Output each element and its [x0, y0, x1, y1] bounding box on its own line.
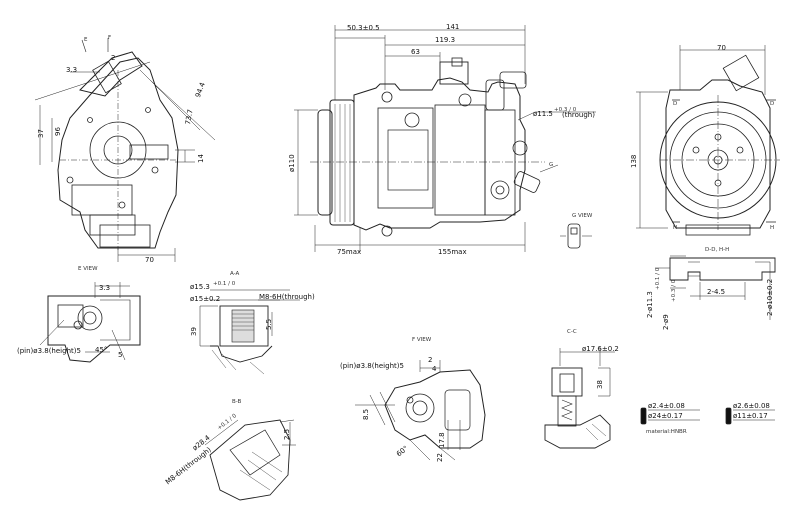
- label-e-view: E VIEW: [78, 266, 98, 272]
- marker-end-d-right: D: [770, 101, 775, 107]
- dim-front-141: 141: [446, 23, 460, 31]
- label-aa: A-A: [230, 271, 240, 277]
- marker-end-h-left: H: [673, 225, 678, 231]
- dim-aa-15: ø15±0.2: [190, 295, 221, 303]
- front-view: [294, 25, 596, 252]
- dim-side-14: 14: [197, 154, 205, 163]
- label-g-view: G VIEW: [572, 213, 593, 219]
- thread-aa: M8-6H(through): [259, 293, 315, 301]
- pin-e: (pin)ø3.8(height)5: [17, 347, 81, 355]
- e-view-section: [39, 282, 141, 363]
- dim-front-155max: 155max: [438, 248, 467, 256]
- dim-cc-17.6: ø17.6±0.2: [582, 345, 619, 353]
- dim-aa-15.3: ø15.3: [190, 283, 210, 291]
- dim-front-110: ø110: [288, 154, 296, 172]
- dim-dd-9-tol: +0.3 / 0: [671, 279, 677, 302]
- dim-e-45: 45°: [95, 346, 108, 354]
- dim-aa-15.3-tol: +0.1 / 0: [213, 281, 236, 287]
- dim-front-50.3: 50.3±0.5: [347, 24, 380, 32]
- label-cc: C-C: [567, 329, 577, 335]
- dim-f-4: 4: [432, 365, 437, 373]
- pin-f: (pin)ø3.8(height)5: [340, 362, 404, 370]
- oring-material: material:HNBR: [646, 429, 687, 435]
- dim-e-3.3: 3.3: [99, 284, 111, 292]
- dim-dd-10: 2-ø10±0.2: [766, 278, 774, 316]
- marker-end-d-left: D: [673, 101, 678, 107]
- dim-f-2: 2: [428, 356, 433, 364]
- dim-front-75max: 75max: [337, 248, 362, 256]
- dim-dd-11.3-tol: +0.1 / 0: [655, 267, 661, 290]
- dim-front-11.5-tol: +0.3 / 0: [554, 107, 577, 113]
- marker-side-f: F: [108, 35, 112, 41]
- orings: [640, 407, 775, 425]
- dim-e-5: 5: [118, 351, 123, 359]
- dim-side-37: 37: [37, 129, 45, 138]
- dim-dd-11.3: 2-ø11.3: [646, 291, 654, 318]
- dim-dd-9: 2-ø9: [662, 314, 670, 330]
- oring2-section: ø2.6±0.08: [733, 402, 770, 410]
- oring1-diameter: ø24±0.17: [648, 412, 683, 420]
- bb-section: [204, 419, 296, 501]
- dim-cc-38: 38: [596, 380, 604, 389]
- dim-end-138: 138: [630, 154, 638, 168]
- dim-aa-5.5: 5.5: [265, 318, 273, 330]
- side-view: [34, 38, 216, 262]
- dim-front-63: 63: [411, 48, 420, 56]
- dim-front-11.5: ø11.5: [533, 110, 553, 118]
- end-view: [636, 45, 780, 236]
- label-bb: B-B: [232, 399, 242, 405]
- dd-hh-section: [655, 255, 776, 320]
- dim-aa-39: 39: [190, 327, 198, 336]
- dim-f-17.8: 17.8: [438, 432, 446, 448]
- oring1-section: ø2.4±0.08: [648, 402, 685, 410]
- dim-front-11.5-note: (through): [562, 111, 595, 119]
- dim-dd-4.5: 2-4.5: [707, 288, 726, 296]
- dim-side-3.3: 3.3: [66, 66, 78, 74]
- marker-front-g: G: [549, 162, 554, 168]
- label-dd-hh: D-D, H-H: [705, 247, 730, 253]
- dim-end-70: 70: [717, 44, 726, 52]
- dim-side-70: 70: [145, 256, 154, 264]
- aa-section: [199, 289, 300, 375]
- dim-f-8.5: 8.5: [362, 408, 370, 420]
- marker-end-h-right: H: [770, 225, 775, 231]
- label-f-view: F VIEW: [412, 337, 432, 343]
- marker-side-e: E: [84, 37, 88, 43]
- cc-section: [544, 348, 615, 449]
- oring2-diameter: ø11±0.17: [733, 412, 768, 420]
- f-view: [355, 360, 486, 461]
- dim-f-22: 22: [436, 453, 444, 462]
- dim-side-2: 2: [111, 54, 116, 62]
- dim-side-96: 96: [54, 127, 62, 136]
- dim-front-119.3: 119.3: [435, 36, 456, 44]
- dim-bb-2.5: 2.5: [283, 428, 291, 440]
